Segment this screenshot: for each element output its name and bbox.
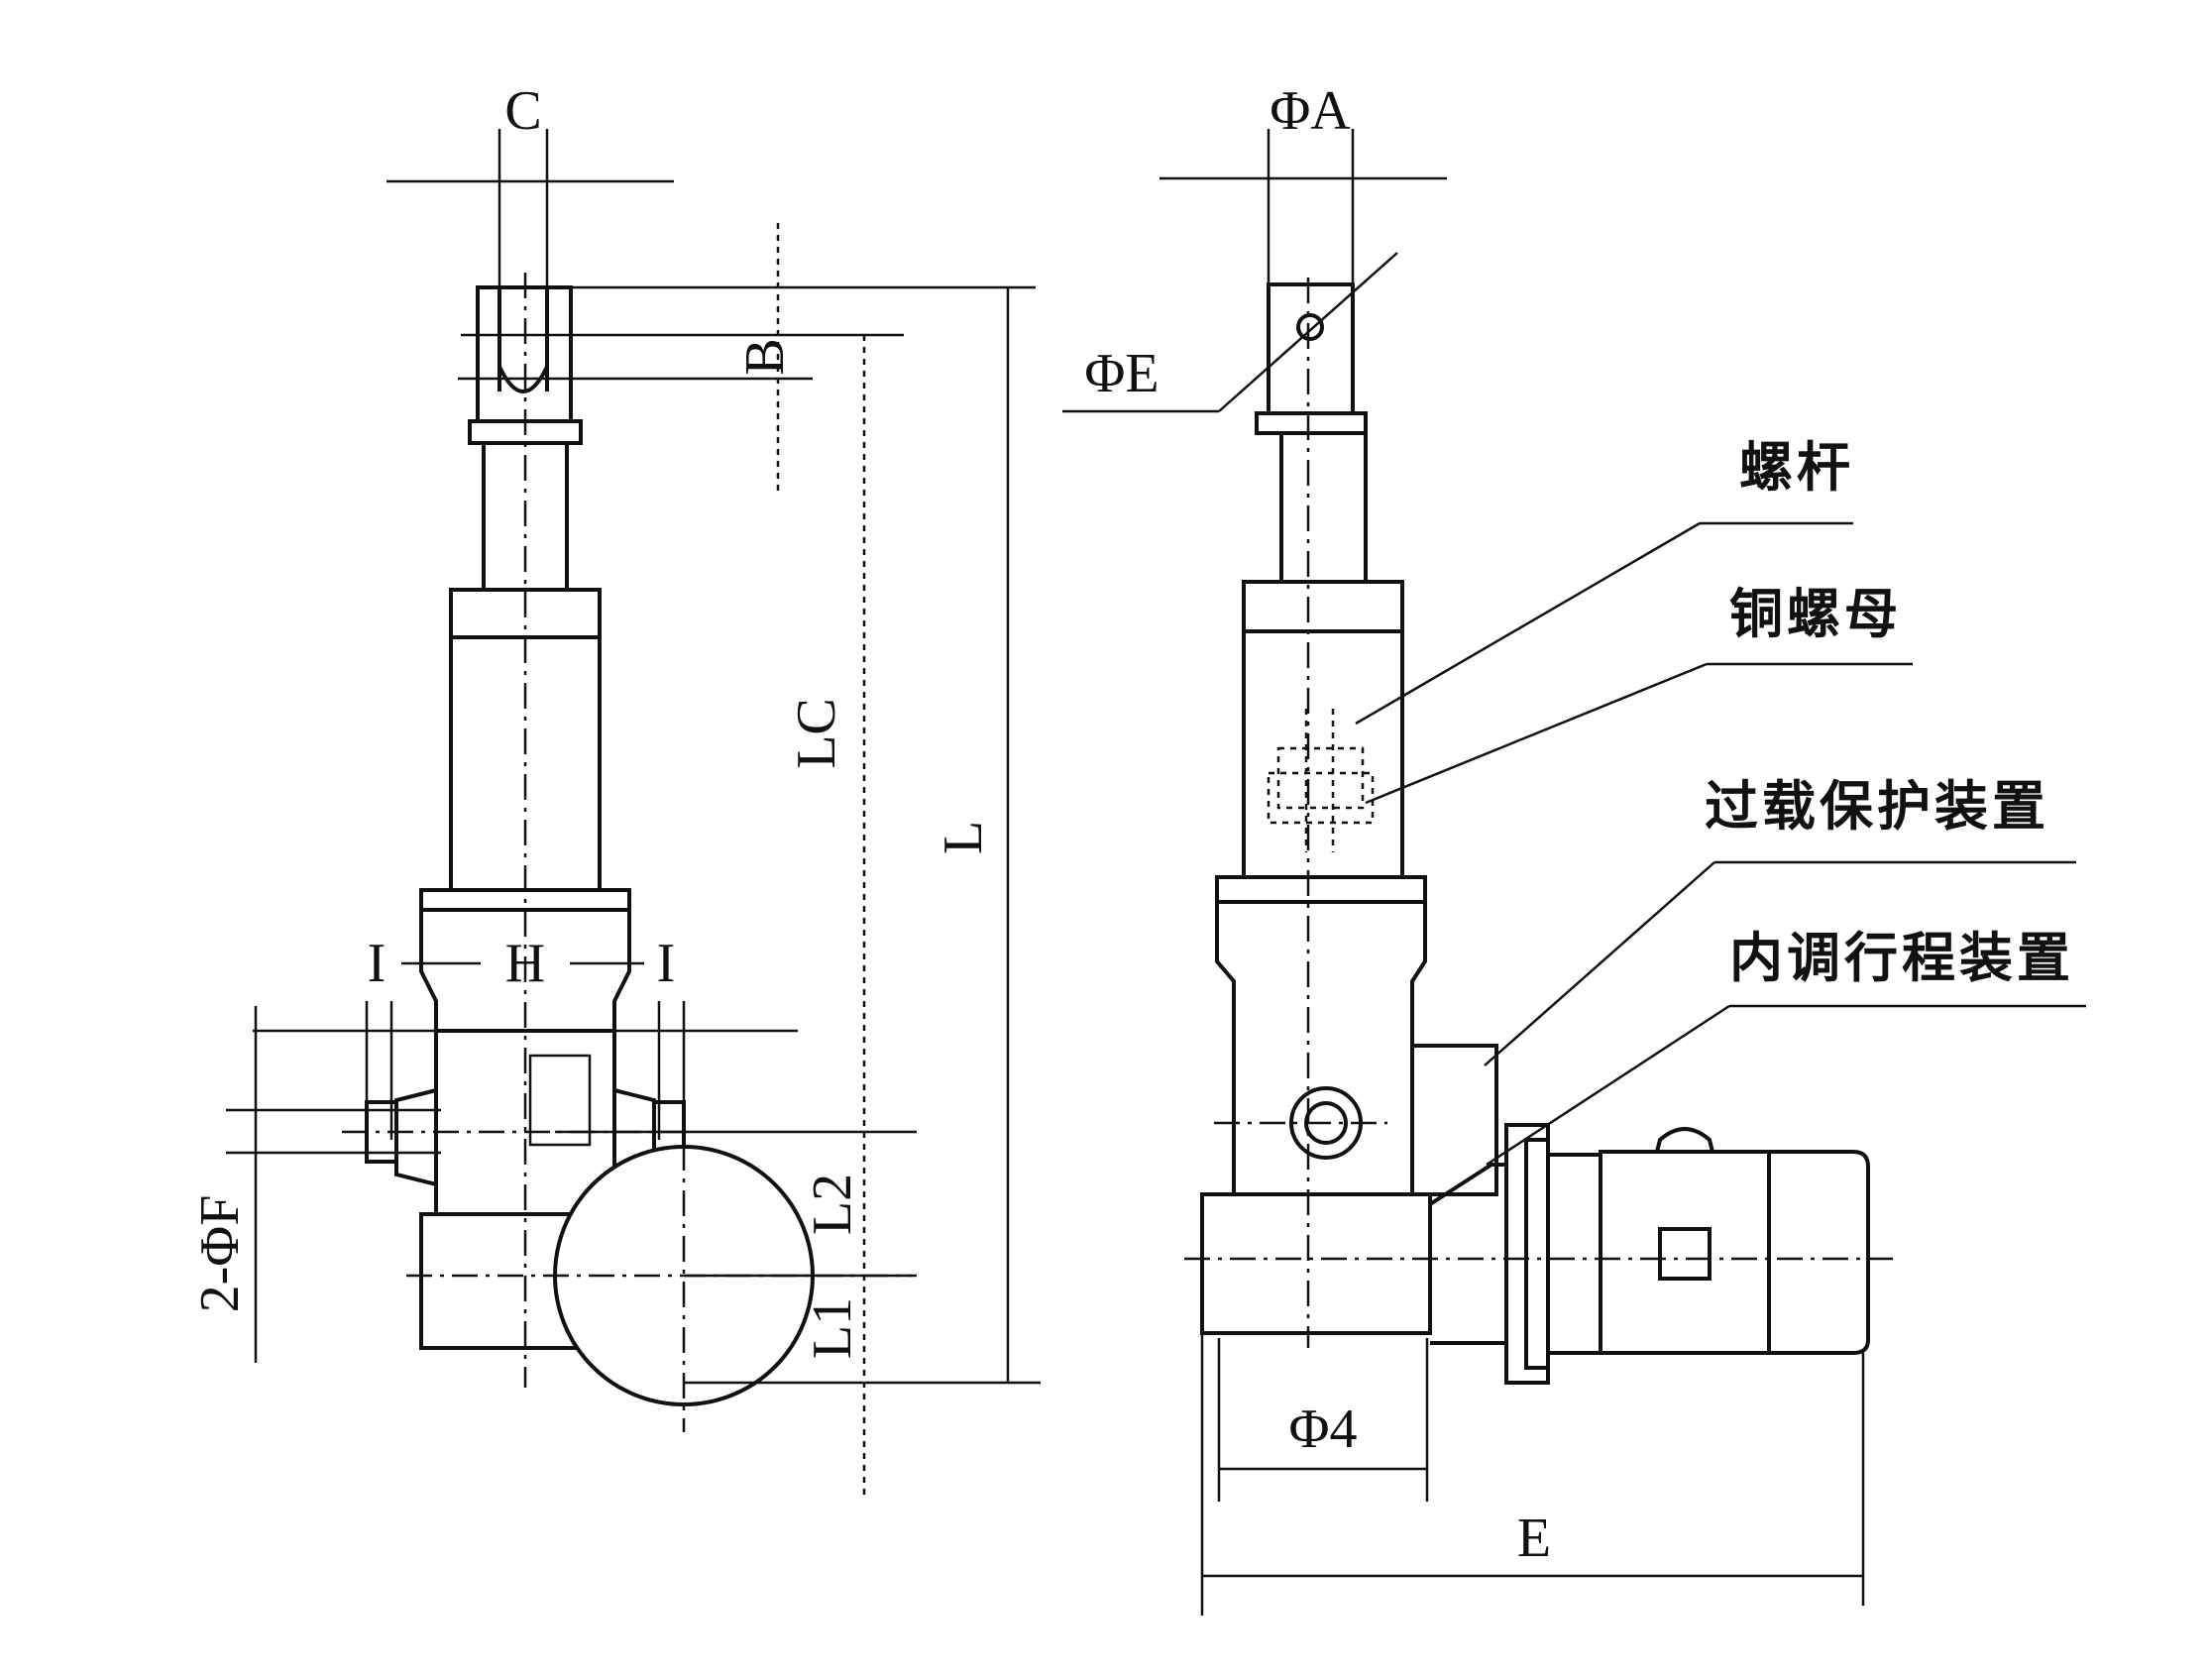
dim-L: L [933,821,994,854]
dim-B: B [734,338,796,375]
dim-I-left: I [368,933,387,994]
leader-overload [1484,861,1715,1066]
right-upper-tube [1242,580,1404,633]
right-motor-body [1599,1150,1870,1355]
dim-A: ΦA [1270,80,1351,142]
leader-copper-nut [1365,662,1708,805]
label-copper-nut: 铜螺母 [1729,583,1902,645]
right-view: ΦA ΦE Φ4 E 螺杆 铜螺母 过载保护装置 内调行程装置 [1062,80,2086,1616]
right-nut-hidden [1267,709,1375,852]
leader-screw-rod [1355,521,1701,726]
left-trunnion-left [365,1087,438,1187]
right-collar [1215,875,1427,904]
leader-stroke [1486,1004,1730,1167]
dim-H: H [505,933,545,994]
dim-L2: L2 [802,1174,863,1235]
right-eye-hole [1296,313,1324,341]
dim-E-top: ΦE [1084,343,1159,404]
dim-LC: LC [786,698,847,769]
dim-I-right: I [657,933,676,994]
label-stroke-adjust: 内调行程装置 [1729,927,2074,989]
label-screw-rod: 螺杆 [1739,436,1854,499]
right-terminal-box [1658,1227,1712,1281]
right-overload-box [1410,1044,1498,1196]
right-lifting-eye [1655,1127,1714,1153]
right-rod [1279,431,1368,584]
label-overload-protection: 过载保护装置 [1705,775,2049,838]
dim-4: Φ4 [1289,1399,1358,1460]
dim-C: C [504,80,541,142]
right-main-tube [1242,629,1404,879]
right-base [1200,1192,1432,1335]
right-housing [1215,902,1427,1196]
dim-E-bottom: E [1517,1508,1551,1569]
dim-L1: L1 [802,1297,863,1359]
left-view: C B LC L I H I 2-ΦF L2 L1 [189,80,1041,1497]
dim-2-F: 2-ΦF [189,1195,251,1313]
